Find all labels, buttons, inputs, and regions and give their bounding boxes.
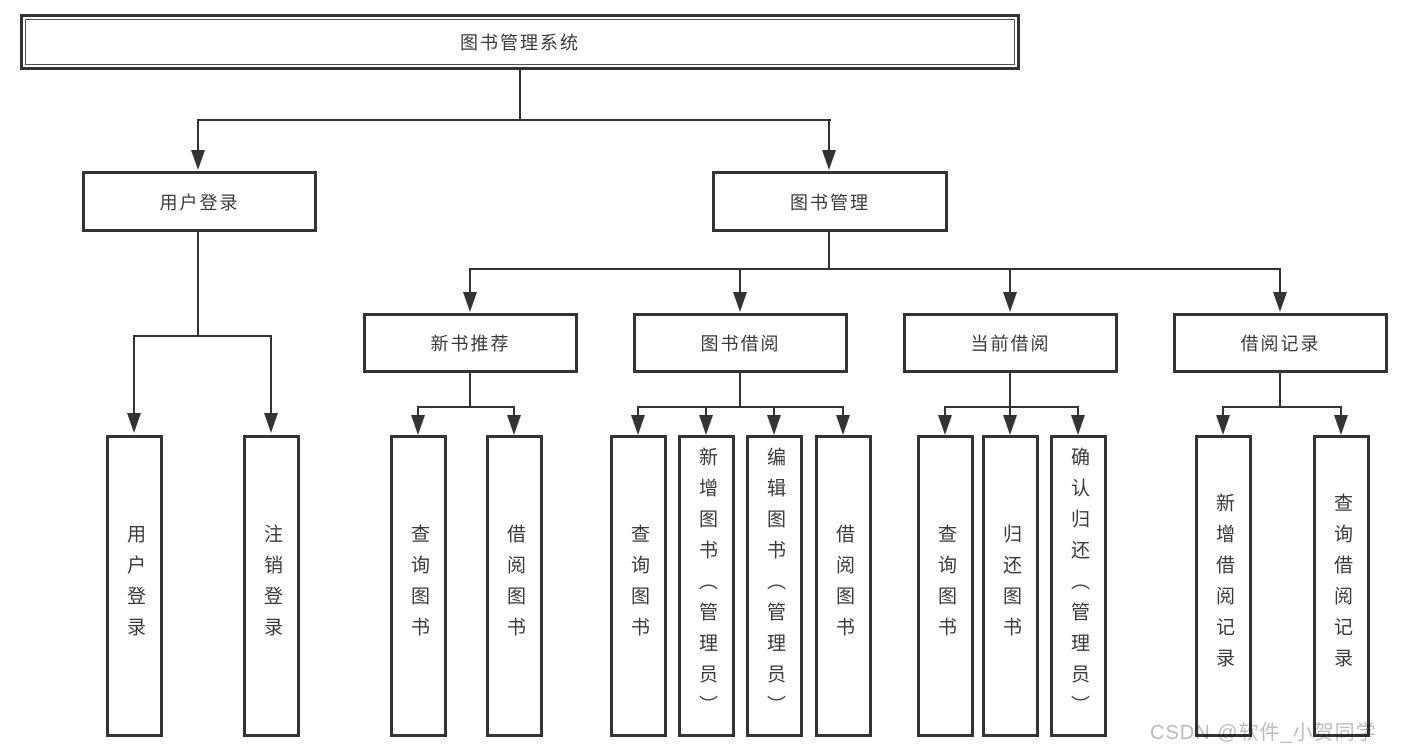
connector-drop bbox=[1340, 406, 1342, 416]
arrow-down-icon bbox=[127, 413, 141, 433]
leaf-add-book-admin: 新增图书（管理员） bbox=[678, 435, 735, 737]
arrow-down-icon bbox=[767, 415, 781, 435]
node-user-login: 用户登录 bbox=[82, 171, 317, 232]
leaf-edit-book-admin: 编辑图书（管理员） bbox=[746, 435, 803, 737]
connector-drop bbox=[944, 406, 946, 416]
leaf-query-books-2: 查询图书 bbox=[610, 435, 667, 737]
node-book-management: 图书管理 bbox=[712, 171, 948, 232]
leaf-logout: 注销登录 bbox=[243, 435, 300, 737]
connector-drop bbox=[705, 406, 707, 416]
arrow-down-icon bbox=[822, 150, 836, 170]
node-borrowing-records: 借阅记录 bbox=[1173, 313, 1388, 373]
leaf-borrow-books-2: 借阅图书 bbox=[815, 435, 872, 737]
connector-drop bbox=[842, 406, 844, 416]
leaf-confirm-return-admin: 确认归还（管理员） bbox=[1050, 435, 1107, 737]
arrow-down-icon bbox=[411, 415, 425, 435]
connector-current-borrowing-stem bbox=[1009, 373, 1011, 408]
node-book-borrowing: 图书借阅 bbox=[633, 313, 848, 373]
arrow-down-icon bbox=[1071, 415, 1085, 435]
arrow-down-icon bbox=[191, 150, 205, 170]
connector-current-borrowing-rail bbox=[944, 406, 1079, 408]
connector-book-management-stem bbox=[828, 232, 830, 270]
connector-drop bbox=[1009, 406, 1011, 416]
arrow-down-icon bbox=[1003, 415, 1017, 435]
connector-drop-current-borrowing bbox=[1009, 268, 1011, 294]
connector-drop-book-borrowing bbox=[739, 268, 741, 294]
connector-drop bbox=[417, 406, 419, 416]
connector-drop bbox=[513, 406, 515, 416]
node-library-system: 图书管理系统 bbox=[20, 14, 1020, 70]
connector-new-book-rail bbox=[418, 406, 515, 408]
arrow-down-icon bbox=[264, 413, 278, 433]
leaf-return-books: 归还图书 bbox=[982, 435, 1039, 737]
arrow-down-icon bbox=[1216, 415, 1230, 435]
arrow-down-icon bbox=[1003, 292, 1017, 312]
leaf-query-books-1: 查询图书 bbox=[390, 435, 447, 737]
arrow-down-icon bbox=[733, 292, 747, 312]
leaf-user-login: 用户登录 bbox=[106, 435, 163, 737]
connector-user-login-stem bbox=[197, 232, 199, 337]
node-current-borrowing: 当前借阅 bbox=[903, 313, 1118, 373]
connector-drop-leaf-logout bbox=[270, 335, 272, 415]
leaf-borrow-books-1: 借阅图书 bbox=[486, 435, 543, 737]
leaf-query-books-3: 查询图书 bbox=[917, 435, 974, 737]
arrow-down-icon bbox=[699, 415, 713, 435]
connector-borrowing-records-rail bbox=[1222, 406, 1342, 408]
connector-root-stem bbox=[519, 70, 521, 120]
node-new-book-recommendation: 新书推荐 bbox=[363, 313, 578, 373]
arrow-down-icon bbox=[938, 415, 952, 435]
arrow-down-icon bbox=[463, 292, 477, 312]
connector-book-borrowing-stem bbox=[739, 373, 741, 408]
connector-drop-borrowing-records bbox=[1279, 268, 1281, 294]
csdn-watermark: CSDN @软件_小贺同学 bbox=[1150, 722, 1377, 744]
connector-drop bbox=[1222, 406, 1224, 416]
arrow-down-icon bbox=[507, 415, 521, 435]
connector-new-book-stem bbox=[469, 373, 471, 408]
arrow-down-icon bbox=[631, 415, 645, 435]
connector-drop-leaf-user-login bbox=[133, 335, 135, 415]
arrow-down-icon bbox=[1334, 415, 1348, 435]
connector-user-login-rail bbox=[133, 335, 272, 337]
connector-borrowing-records-stem bbox=[1279, 373, 1281, 408]
arrow-down-icon bbox=[1273, 292, 1287, 312]
connector-drop-user-login bbox=[197, 119, 199, 152]
connector-drop bbox=[1077, 406, 1079, 416]
connector-level2-rail bbox=[198, 119, 831, 121]
leaf-add-borrow-record: 新增借阅记录 bbox=[1195, 435, 1252, 737]
connector-book-borrowing-rail bbox=[637, 406, 844, 408]
connector-drop-new-book bbox=[469, 268, 471, 294]
connector-drop bbox=[637, 406, 639, 416]
connector-drop bbox=[773, 406, 775, 416]
connector-level3-rail bbox=[469, 268, 1281, 270]
leaf-query-borrow-record: 查询借阅记录 bbox=[1313, 435, 1370, 737]
connector-drop-book-management bbox=[828, 119, 830, 152]
arrow-down-icon bbox=[836, 415, 850, 435]
